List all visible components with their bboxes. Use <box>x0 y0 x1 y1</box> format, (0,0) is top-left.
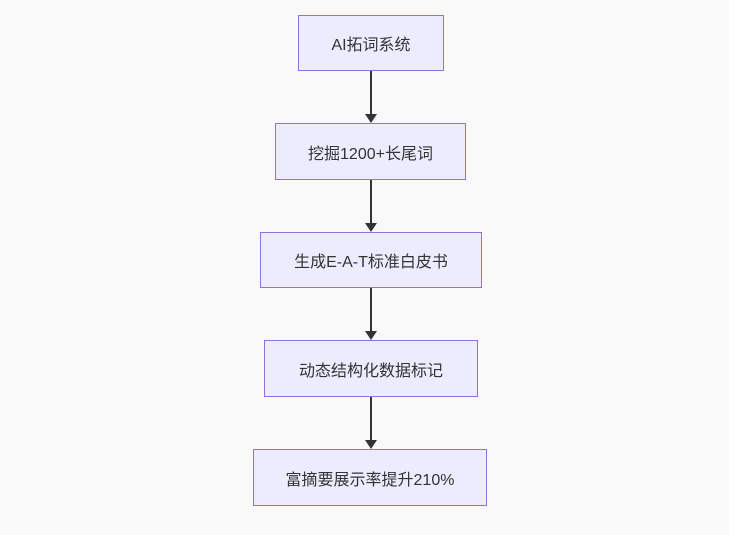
flowchart-node-rich-snippet-result: 富摘要展示率提升210% <box>253 449 487 506</box>
flow-arrow-1 <box>364 71 377 123</box>
arrow-line <box>369 397 372 443</box>
flowchart-node-longtail-mining: 挖掘1200+长尾词 <box>275 123 466 180</box>
flowchart-node-ai-word-expansion: AI拓词系统 <box>298 15 444 71</box>
flow-arrow-2 <box>364 180 377 232</box>
node-label: 动态结构化数据标记 <box>298 362 443 380</box>
flow-arrow-3 <box>364 288 377 340</box>
arrow-head-icon <box>364 331 377 340</box>
node-label: AI拓词系统 <box>331 37 411 54</box>
node-label: 生成E-A-T标准白皮书 <box>294 254 448 271</box>
arrow-line <box>369 71 372 117</box>
arrow-line <box>369 288 372 334</box>
node-label: 富摘要展示率提升210% <box>285 471 455 489</box>
arrow-head-icon <box>364 440 377 449</box>
flow-arrow-4 <box>364 397 377 449</box>
flowchart-node-eat-whitepaper: 生成E-A-T标准白皮书 <box>260 232 482 288</box>
arrow-head-icon <box>364 114 377 123</box>
arrow-head-icon <box>364 223 377 232</box>
flowchart-node-structured-data: 动态结构化数据标记 <box>264 340 478 397</box>
node-label: 挖掘1200+长尾词 <box>308 145 433 163</box>
arrow-line <box>369 180 372 226</box>
